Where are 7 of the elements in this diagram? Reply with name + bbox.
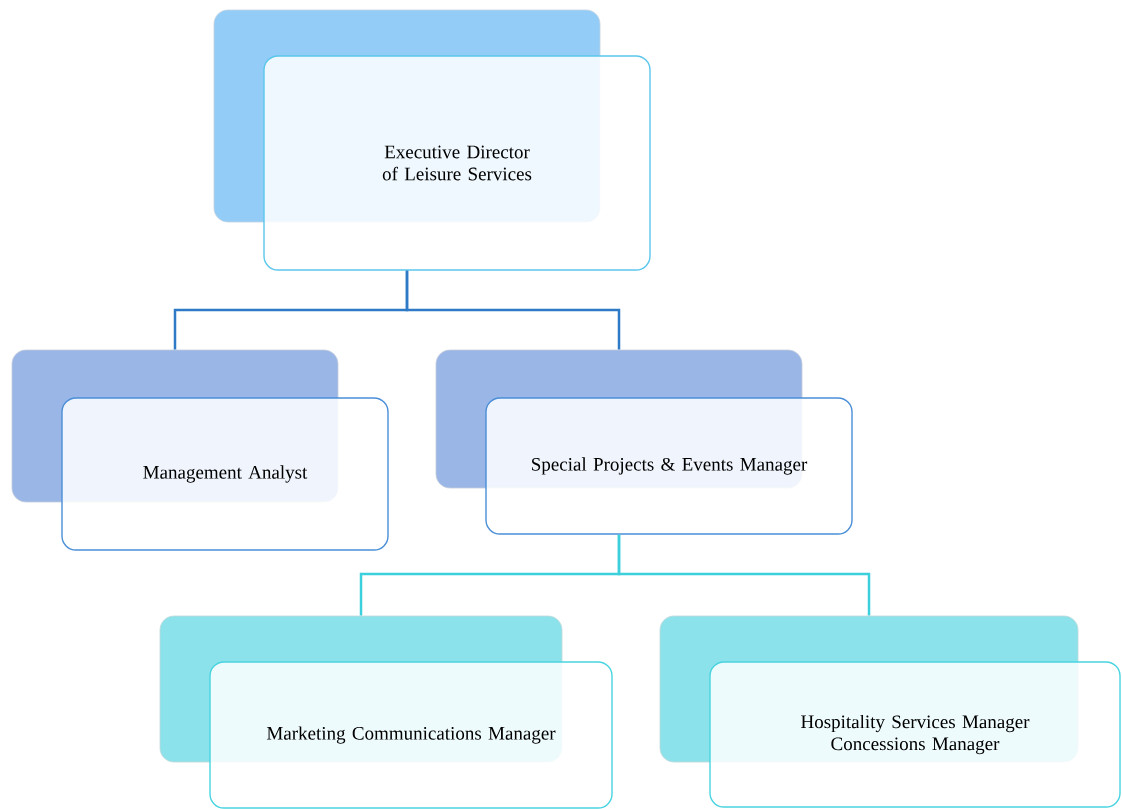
connector-line [405, 270, 621, 350]
org-chart-box: Marketing Communications Manager [159, 615, 613, 809]
org-chart-box: Executive Director of Leisure Services [213, 9, 651, 271]
org-chart-box: Special Projects & Events Manager [435, 349, 853, 535]
org-chart-box: Management Analyst [11, 349, 389, 551]
connector-line [617, 534, 871, 616]
org-chart-box: Hospitality Services Manager Concessions Manager [659, 615, 1121, 808]
